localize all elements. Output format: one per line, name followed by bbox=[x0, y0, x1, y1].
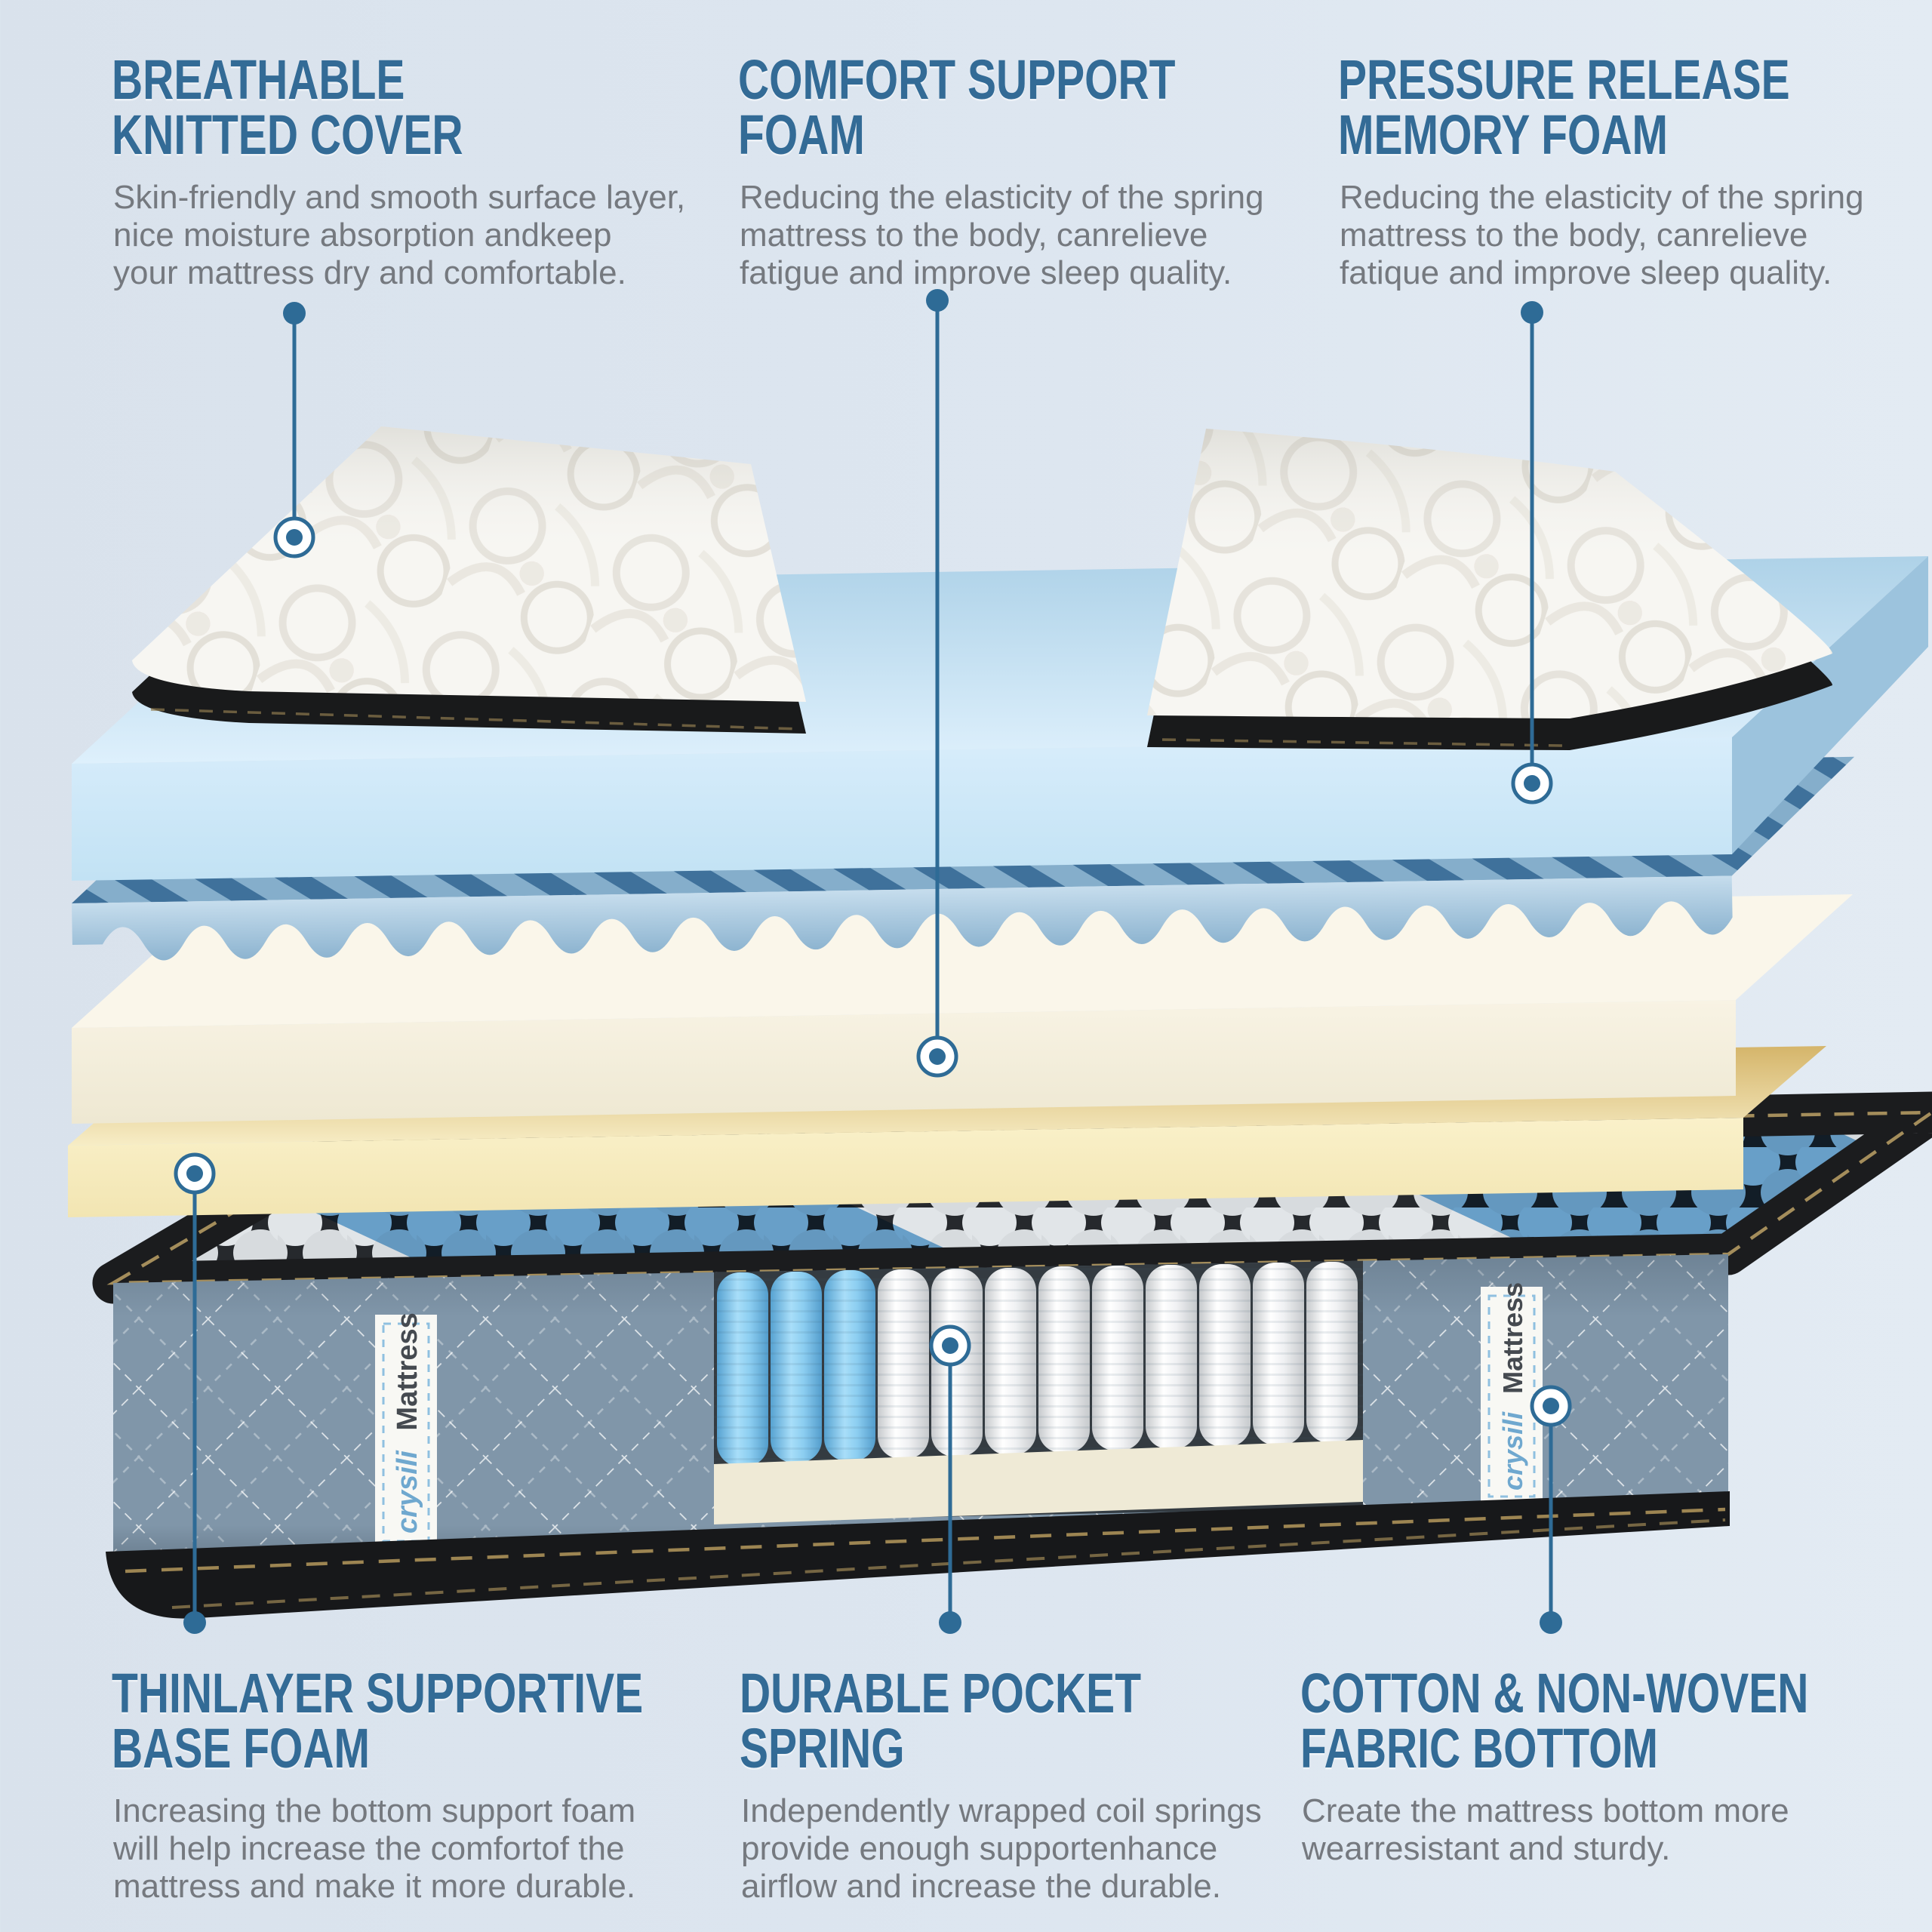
callout-thinlayer-base-foam bbox=[174, 1152, 216, 1634]
callout-dot bbox=[1521, 301, 1543, 324]
mattress-label-right: crysili Mattress bbox=[1481, 1282, 1543, 1506]
cover-right-half bbox=[1147, 429, 1833, 750]
mattress-label-left: crysili Mattress bbox=[375, 1312, 437, 1550]
callout-breathable-knitted-cover bbox=[273, 302, 315, 558]
section-comfort-support-foam: COMFORT SUPPORT FOAM Reducing the elasti… bbox=[738, 52, 1387, 291]
product-name: Mattress bbox=[1497, 1282, 1528, 1394]
callout-dot bbox=[926, 289, 949, 312]
product-name: Mattress bbox=[392, 1312, 423, 1430]
callout-dot bbox=[183, 1611, 206, 1634]
section-title: DURABLE POCKET SPRING bbox=[740, 1662, 1142, 1781]
callouts bbox=[174, 289, 1572, 1634]
brand-name: crysili bbox=[1497, 1411, 1528, 1491]
callout-durable-pocket-spring bbox=[929, 1324, 971, 1634]
callout-dot bbox=[283, 302, 306, 325]
callout-cotton-fabric-bottom bbox=[1530, 1385, 1572, 1634]
section-thinlayer-supportive-base-foam: THINLAYER SUPPORTIVE BASE FOAM Increasin… bbox=[112, 1666, 761, 1905]
section-body: Skin-friendly and smooth surface layer, … bbox=[113, 179, 686, 291]
section-body: Independently wrapped coil springs provi… bbox=[741, 1792, 1262, 1905]
callout-dot bbox=[1540, 1611, 1562, 1634]
section-title: BREATHABLE KNITTED COVER bbox=[112, 48, 463, 168]
cover-left-half bbox=[132, 426, 806, 734]
callout-comfort-support-foam bbox=[916, 289, 958, 1078]
section-body: Reducing the elasticity of the spring ma… bbox=[1340, 179, 1864, 291]
base-foam-strip bbox=[714, 1440, 1363, 1524]
section-title: THINLAYER SUPPORTIVE BASE FOAM bbox=[112, 1662, 644, 1781]
section-breathable-knitted-cover: BREATHABLE KNITTED COVER Skin-friendly a… bbox=[112, 52, 761, 291]
layer-pocket-springs: crysili Mattress crysili Mattress bbox=[92, 1091, 1932, 1619]
section-pressure-release-memory-foam: PRESSURE RELEASE MEMORY FOAM Reducing th… bbox=[1338, 52, 1932, 291]
section-title: COMFORT SUPPORT FOAM bbox=[738, 48, 1176, 168]
section-durable-pocket-spring: DURABLE POCKET SPRING Independently wrap… bbox=[740, 1666, 1389, 1905]
brand-name: crysili bbox=[392, 1450, 423, 1534]
section-title: PRESSURE RELEASE MEMORY FOAM bbox=[1338, 48, 1790, 168]
svg-text:crysili Mattress: crysili Mattress bbox=[392, 1312, 423, 1534]
section-body: Reducing the elasticity of the spring ma… bbox=[740, 179, 1264, 291]
section-body: Increasing the bottom support foam will … bbox=[113, 1792, 636, 1905]
callout-pressure-release-memory-foam bbox=[1511, 301, 1553, 804]
layer-knitted-cover bbox=[132, 426, 1833, 750]
section-title: COTTON & NON-WOVEN FABRIC BOTTOM bbox=[1300, 1662, 1809, 1781]
svg-text:crysili Mattress: crysili Mattress bbox=[1497, 1282, 1528, 1491]
pocket-spring-cutaway bbox=[714, 1254, 1363, 1524]
callout-dot bbox=[939, 1611, 961, 1634]
section-body: Create the mattress bottom more wearresi… bbox=[1302, 1792, 1789, 1867]
section-cotton-non-woven-fabric-bottom: COTTON & NON-WOVEN FABRIC BOTTOM Create … bbox=[1300, 1666, 1932, 1867]
